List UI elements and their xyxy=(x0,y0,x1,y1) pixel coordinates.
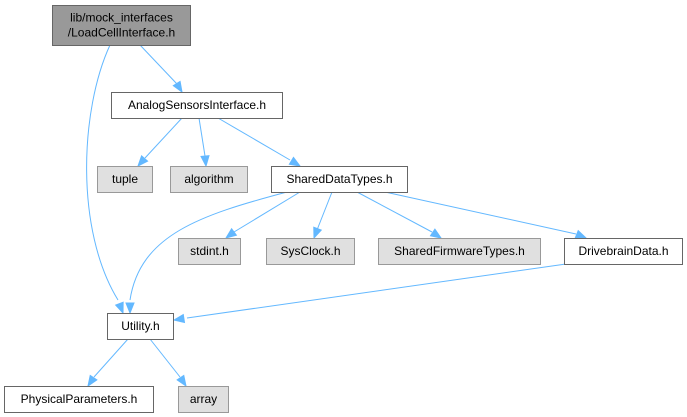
node-label: SharedFirmwareTypes.h xyxy=(394,244,525,258)
edge-line xyxy=(233,191,301,233)
node-label: tuple xyxy=(112,172,138,186)
arrowhead-icon xyxy=(137,154,149,168)
node-root[interactable]: lib/mock_interfaces/LoadCellInterface.h xyxy=(52,5,191,46)
arrowhead-icon xyxy=(200,155,210,168)
node-utility[interactable]: Utility.h xyxy=(107,313,174,340)
edge-line xyxy=(93,338,129,378)
edge-analog-to-algorithm xyxy=(198,117,210,168)
edge-root-to-utility xyxy=(86,44,124,315)
edge-line xyxy=(316,191,333,231)
node-sysclock: SysClock.h xyxy=(266,238,355,265)
node-shareddata[interactable]: SharedDataTypes.h xyxy=(271,166,408,193)
arrowhead-icon xyxy=(172,313,186,324)
edge-line xyxy=(129,191,288,301)
node-box xyxy=(271,166,408,193)
nodes-layer: lib/mock_interfaces/LoadCellInterface.hA… xyxy=(4,5,683,413)
node-box xyxy=(170,166,248,193)
edge-line xyxy=(149,338,181,378)
node-physical[interactable]: PhysicalParameters.h xyxy=(4,386,154,413)
node-box xyxy=(4,386,154,413)
edge-drivebrain-to-utility xyxy=(172,263,567,324)
node-drivebrain[interactable]: DrivebrainData.h xyxy=(564,238,683,265)
node-label: algorithm xyxy=(184,172,233,186)
node-box xyxy=(178,238,241,265)
arrowhead-icon xyxy=(87,374,98,388)
node-stdint: stdint.h xyxy=(178,238,241,265)
node-label: lib/mock_interfaces xyxy=(70,11,173,25)
node-label: AnalogSensorsInterface.h xyxy=(128,98,266,112)
edge-line xyxy=(144,117,183,159)
arrowhead-icon xyxy=(313,226,323,240)
edge-analog-to-tuple xyxy=(137,117,183,168)
edge-shareddata-to-utility xyxy=(125,191,288,315)
edge-shareddata-to-stdint xyxy=(224,191,301,239)
node-box xyxy=(266,238,355,265)
edge-utility-to-physical xyxy=(87,338,129,388)
arrowhead-icon xyxy=(429,228,443,239)
edge-shareddata-to-sysclock xyxy=(313,191,333,240)
arrowhead-icon xyxy=(224,227,238,239)
edge-line xyxy=(356,191,433,233)
edges-layer xyxy=(86,44,588,388)
node-label: PhysicalParameters.h xyxy=(21,392,138,406)
arrowhead-icon xyxy=(574,229,588,239)
arrowhead-icon xyxy=(125,302,135,315)
node-box xyxy=(97,166,153,193)
edge-line xyxy=(139,44,178,85)
arrowhead-icon xyxy=(288,156,302,167)
node-label: DrivebrainData.h xyxy=(578,244,668,258)
node-tuple: tuple xyxy=(97,166,153,193)
arrowhead-icon xyxy=(176,374,187,388)
node-label: SharedDataTypes.h xyxy=(286,172,392,186)
edge-shareddata-to-drivebrain xyxy=(384,191,588,239)
node-box xyxy=(178,386,229,413)
edge-line xyxy=(86,44,119,301)
node-box xyxy=(52,5,191,46)
node-analog[interactable]: AnalogSensorsInterface.h xyxy=(111,92,283,119)
node-box xyxy=(111,92,283,119)
node-label: array xyxy=(190,392,217,406)
node-sharedfw: SharedFirmwareTypes.h xyxy=(378,238,541,265)
edge-analog-to-shareddata xyxy=(217,117,302,167)
node-label: stdint.h xyxy=(190,244,229,258)
arrowhead-icon xyxy=(114,301,124,315)
edge-line xyxy=(217,117,291,161)
node-algorithm: algorithm xyxy=(170,166,248,193)
edge-line xyxy=(186,263,567,319)
edge-line xyxy=(198,117,206,157)
node-label: SysClock.h xyxy=(280,244,340,258)
edge-shareddata-to-sharedfw xyxy=(356,191,443,239)
node-array: array xyxy=(178,386,229,413)
arrowhead-icon xyxy=(172,80,183,94)
node-box xyxy=(107,313,174,340)
node-box xyxy=(378,238,541,265)
edge-root-to-analog xyxy=(139,44,183,94)
node-label: /LoadCellInterface.h xyxy=(68,26,175,40)
node-box xyxy=(564,238,683,265)
edge-line xyxy=(384,191,577,235)
edge-utility-to-array xyxy=(149,338,187,388)
node-label: Utility.h xyxy=(121,319,159,333)
